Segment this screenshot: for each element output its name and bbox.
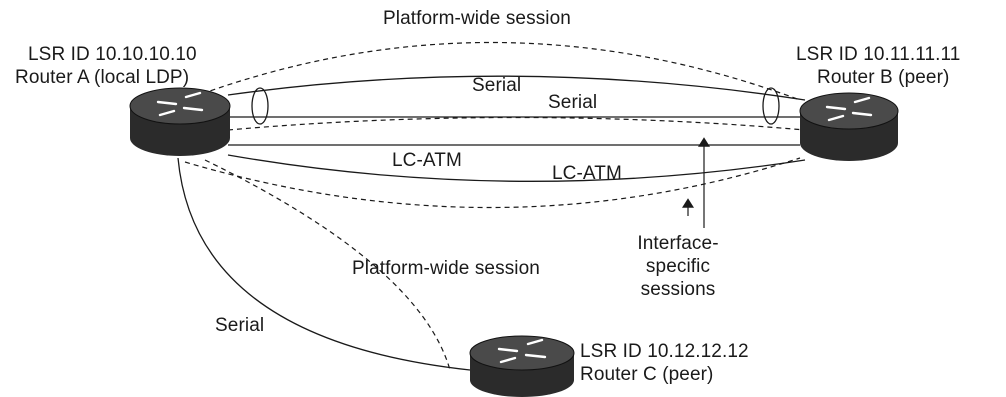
platform-wide-session-label-top: Platform-wide session bbox=[383, 8, 571, 29]
interface-session-line-2 bbox=[184, 157, 801, 209]
platform-wide-session-line-ac bbox=[204, 159, 451, 371]
router-b-name: Router B (peer) bbox=[817, 67, 950, 88]
router-icon bbox=[799, 92, 899, 161]
serial-label-1: Serial bbox=[472, 75, 522, 96]
router-icon bbox=[129, 87, 231, 156]
router-a-lsr-id: LSR ID 10.10.10.10 bbox=[28, 44, 197, 65]
annotation-line-2: specific bbox=[645, 256, 711, 277]
router-icon bbox=[469, 335, 575, 397]
serial-label-ac: Serial bbox=[215, 315, 265, 336]
interface-session-line-1 bbox=[227, 116, 806, 131]
serial-link-ac bbox=[177, 157, 471, 371]
router-b-lsr-id: LSR ID 10.11.11.11 bbox=[796, 44, 961, 65]
session-ring-icon bbox=[251, 87, 269, 125]
platform-wide-session-label-ac: Platform-wide session bbox=[352, 258, 540, 279]
annotation-line-3: sessions bbox=[640, 279, 716, 300]
router-c-lsr-id: LSR ID 10.12.12.12 bbox=[580, 341, 749, 362]
lc-atm-label-2: LC-ATM bbox=[552, 163, 622, 184]
serial-link-1 bbox=[227, 75, 806, 101]
lc-atm-label-1: LC-ATM bbox=[392, 150, 462, 171]
serial-label-2: Serial bbox=[548, 92, 598, 113]
lc-atm-link-2 bbox=[227, 154, 806, 182]
session-ring-icon bbox=[762, 87, 780, 125]
router-c-name: Router C (peer) bbox=[580, 364, 714, 385]
annotation-line-1: Interface- bbox=[637, 233, 719, 254]
platform-wide-session-line-ab bbox=[184, 41, 801, 101]
router-a-name: Router A (local LDP) bbox=[15, 67, 190, 88]
